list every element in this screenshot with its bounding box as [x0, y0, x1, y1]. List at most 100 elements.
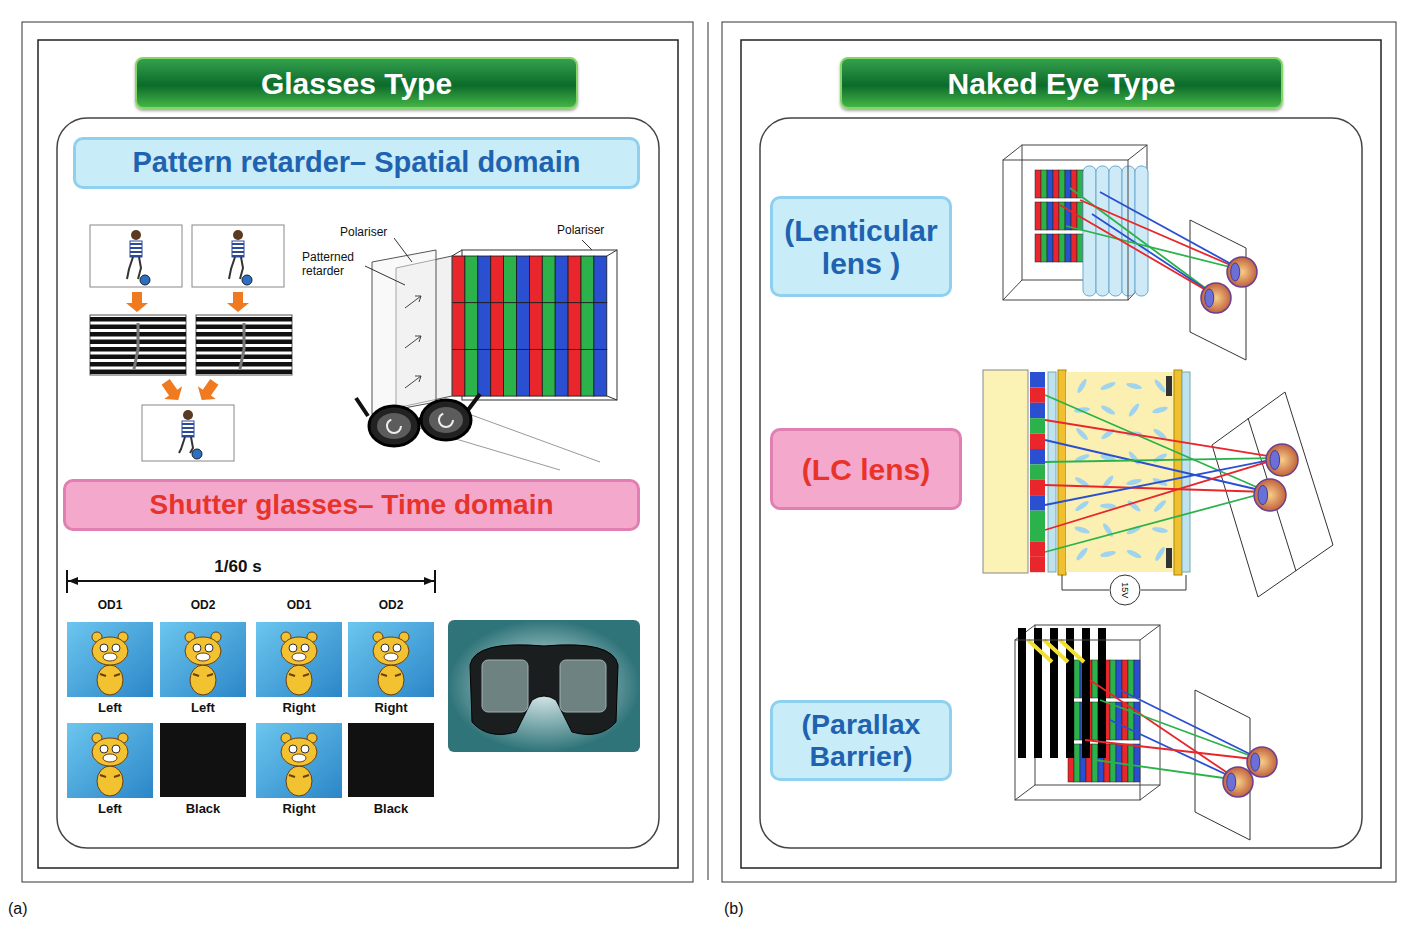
subpixel-cell — [1030, 449, 1045, 464]
tiger-body — [286, 766, 312, 796]
cartoon-frame — [160, 622, 246, 697]
rounded-panel — [57, 118, 659, 848]
light-ray — [1060, 205, 1216, 296]
subpixel-column — [504, 303, 517, 350]
panel-outer-frame — [722, 22, 1396, 882]
subpixel-column — [1116, 660, 1122, 698]
depth-line — [1003, 280, 1022, 300]
tiger-stripe — [381, 674, 387, 676]
frame-header: OD2 — [191, 599, 216, 613]
subpixel-column — [1092, 744, 1098, 782]
subpixel-column — [581, 349, 594, 396]
tiger-muzzle — [196, 653, 210, 661]
subpixel-column — [491, 349, 504, 396]
cartoon-frame — [67, 723, 153, 798]
glasses-bridge — [419, 418, 421, 422]
subpixel-column — [555, 303, 568, 350]
front-polariser-plane — [372, 250, 436, 414]
kid-leg — [229, 257, 235, 279]
tiger-body — [286, 665, 312, 695]
tiger-stripe — [100, 775, 106, 777]
subpixel-column — [1041, 202, 1047, 230]
node-text: (Parallax Barrier) — [779, 709, 943, 772]
depth-line — [1140, 625, 1160, 640]
tiger-stripe — [100, 674, 106, 676]
frame-label: Right — [282, 802, 315, 817]
subpixel-column — [594, 303, 607, 350]
subpixel-column — [1047, 202, 1053, 230]
node-text: (LC lens) — [802, 453, 930, 486]
kid-head — [183, 410, 193, 420]
lc-molecule — [1127, 402, 1141, 418]
method-banner: Pattern retarder– Spatial domain — [73, 137, 640, 189]
cartoon-frame — [348, 622, 434, 697]
lenticular-lens — [1096, 166, 1109, 296]
subpixel-cell — [1030, 387, 1045, 402]
lc-molecule — [1100, 381, 1117, 392]
depth-line — [1003, 145, 1022, 160]
tiger-head — [92, 738, 128, 766]
subpixel-cell — [1030, 418, 1045, 433]
node-text: Glasses Type — [261, 67, 452, 100]
depth-line — [1015, 785, 1035, 800]
light-ray — [1100, 192, 1242, 270]
black-frame — [348, 723, 434, 797]
subpixel-column — [594, 256, 607, 303]
subpixel-column — [529, 349, 542, 396]
caption-label: (a) — [8, 900, 28, 918]
glasses-lens — [369, 406, 419, 446]
rotation-mark — [387, 419, 401, 433]
light-ray — [1085, 740, 1262, 760]
interlace-stripe — [90, 370, 186, 375]
light-ray — [1045, 492, 1268, 552]
caption-label: (b) — [724, 900, 744, 918]
subpixel-cell — [1030, 403, 1045, 418]
subpixel-column — [1035, 170, 1041, 198]
photo-frame — [142, 405, 234, 461]
depth-line — [452, 250, 462, 256]
subpixel-column — [555, 256, 568, 303]
panel-outer-frame — [22, 22, 693, 882]
method-banner: Shutter glasses– Time domain — [63, 479, 640, 531]
eye — [1227, 257, 1257, 287]
lc-molecule — [1153, 378, 1167, 394]
subpixel-cell — [1030, 526, 1045, 541]
light-ray — [1095, 760, 1238, 780]
black-frame — [160, 723, 246, 797]
tiger-eye — [100, 644, 108, 652]
spacer — [1166, 548, 1172, 568]
method-box: (Lenticular lens ) — [770, 196, 952, 297]
eye-iris — [1258, 485, 1268, 504]
subpixel-column — [1077, 234, 1083, 262]
node-text: Naked Eye Type — [948, 67, 1176, 100]
frame-header: OD1 — [287, 599, 312, 613]
section-banner: Naked Eye Type — [840, 57, 1283, 109]
tiger-eye — [289, 745, 297, 753]
kid-leg — [127, 257, 133, 279]
subpixel-column — [1053, 202, 1059, 230]
frame-label: Black — [186, 802, 221, 817]
tiger-stripe — [303, 674, 309, 676]
subpixel-column — [504, 256, 517, 303]
section-banner: Glasses Type — [135, 57, 578, 109]
eye — [1223, 767, 1253, 797]
ball — [192, 449, 202, 459]
lc-molecule — [1153, 499, 1168, 514]
shirt-stripe — [232, 255, 244, 257]
part-label: Patterned retarder — [302, 251, 364, 279]
pattern-retarder-illustration — [90, 225, 617, 470]
shirt-stripe — [182, 427, 194, 429]
subpixel-column — [1074, 702, 1080, 740]
viewing-plane — [1190, 220, 1246, 360]
subpixel-cell — [1030, 372, 1045, 387]
tiger-body — [190, 665, 216, 695]
part-label: Polariser — [340, 226, 387, 240]
spacer — [1166, 376, 1172, 396]
subpixel-column — [581, 256, 594, 303]
viewing-plane — [1195, 690, 1250, 840]
eye-iris — [1205, 289, 1214, 307]
tiger-stripe — [289, 674, 295, 676]
node-text: Pattern retarder– Spatial domain — [132, 147, 580, 179]
subpixel-column — [1071, 202, 1077, 230]
